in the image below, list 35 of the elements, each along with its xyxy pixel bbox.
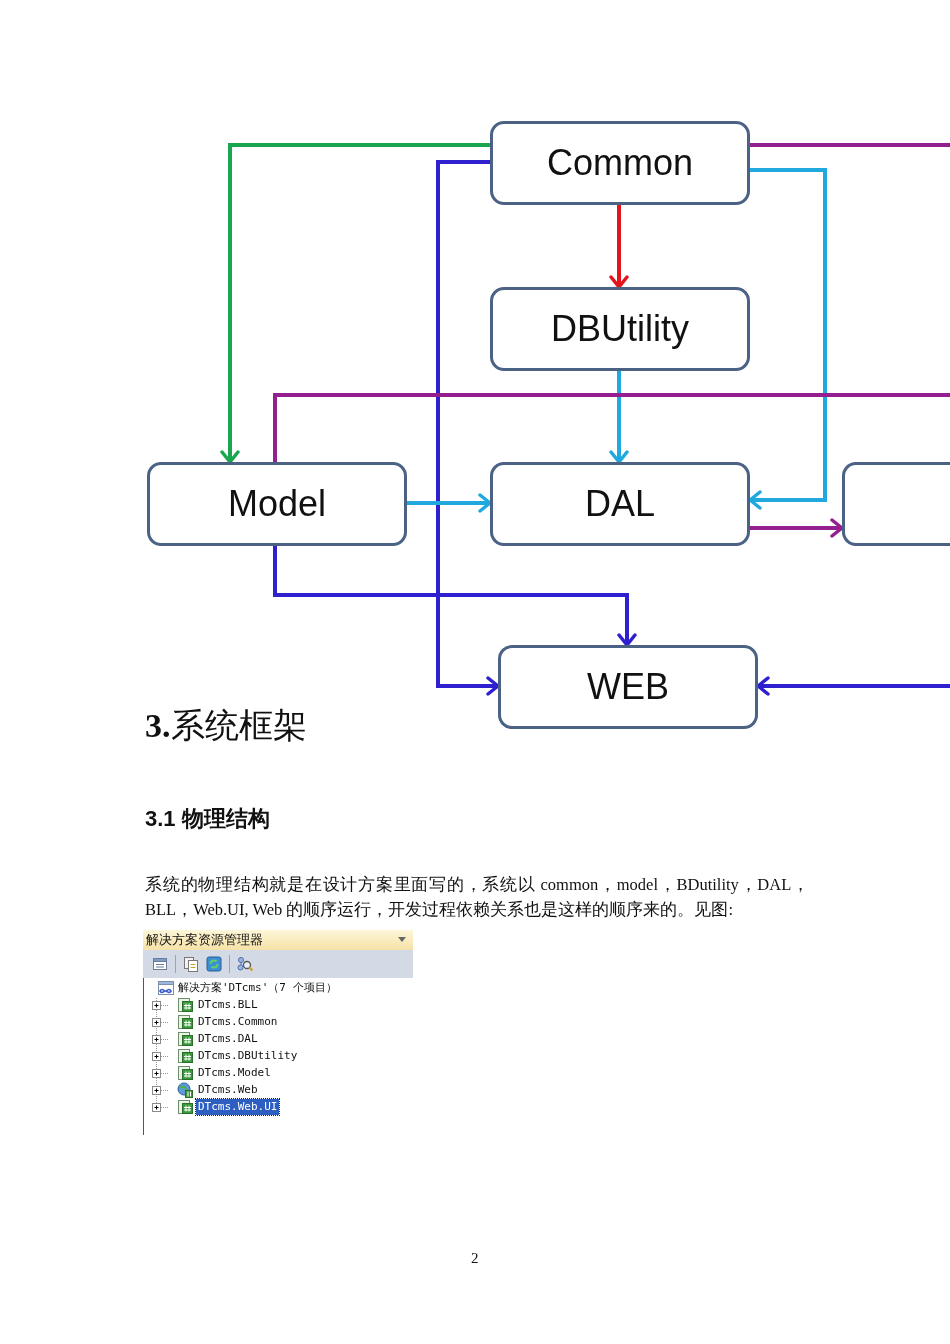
- arrow: [273, 546, 637, 647]
- module-label: WEB: [587, 667, 669, 707]
- arrow: [609, 371, 629, 464]
- module-box: [842, 462, 950, 546]
- tree-item-label: DTcms.DBUtility: [198, 1048, 298, 1064]
- module-label: Model: [227, 484, 327, 524]
- arrow: [748, 168, 827, 510]
- solution-label: 解决方案'DTcms'（7 个项目）: [178, 980, 337, 996]
- module-label: DAL: [585, 484, 655, 524]
- tree-item-label: DTcms.Web: [198, 1082, 258, 1098]
- body-paragraph: 系统的物理结构就是在设计方案里面写的，系统以 common，model，BDutility，DAL，BLL，Web.UI, Web 的顺序运行，开发过程依赖关系也是这样的顺序来的。见图:: [145, 874, 809, 921]
- module-box: [490, 287, 750, 371]
- subsection-heading: 3.1 物理结构: [145, 805, 270, 833]
- module-box: [498, 645, 758, 729]
- module-label: Common: [546, 143, 693, 183]
- selected-item-label: DTcms.Web.UI: [196, 1099, 280, 1115]
- module-box: [490, 462, 750, 546]
- page-number: 2: [471, 1249, 479, 1268]
- module-box: [490, 121, 750, 205]
- connector-line: [273, 393, 950, 462]
- panel-title: 解决方案资源管理器: [146, 932, 263, 948]
- tree-item-label: DTcms.DAL: [198, 1031, 258, 1047]
- arrow: [220, 143, 490, 464]
- connector-line: [750, 143, 950, 147]
- arrow: [407, 493, 492, 513]
- tree-item-label: DTcms.Common: [198, 1014, 278, 1030]
- module-box: [147, 462, 407, 546]
- arrow: [750, 518, 844, 538]
- tree-item-label: DTcms.Model: [198, 1065, 271, 1081]
- arrow: [609, 205, 629, 289]
- arrow: [436, 160, 500, 696]
- module-label: DBUtility: [551, 309, 689, 349]
- section-heading: 3.系统框架: [145, 706, 307, 746]
- arrow: [756, 676, 950, 696]
- tree-item-label: DTcms.BLL: [198, 997, 258, 1013]
